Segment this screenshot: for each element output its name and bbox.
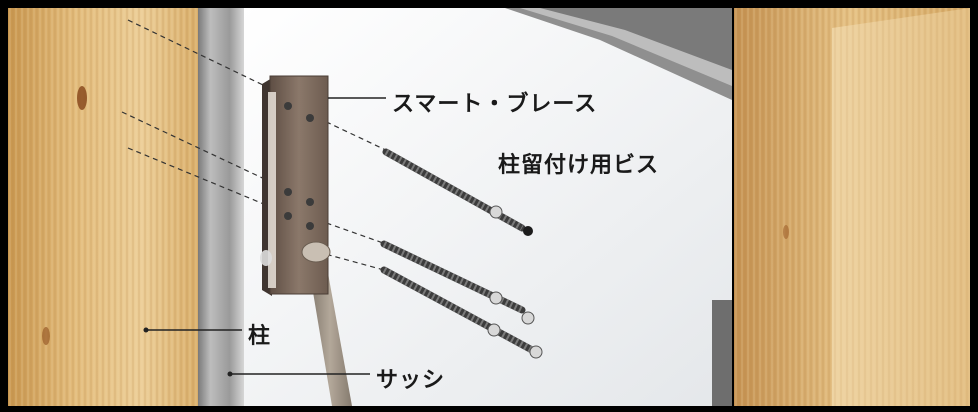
guide-line <box>127 19 291 99</box>
screw-hole <box>306 198 314 206</box>
wood-knot <box>77 86 87 110</box>
screw-hole <box>306 114 314 122</box>
screw-hole <box>284 102 292 110</box>
screw <box>380 266 543 359</box>
screw-hole <box>306 222 314 230</box>
label-pillar: 柱 <box>248 324 272 349</box>
label-smart-brace: スマート・ブレース <box>392 92 598 117</box>
screw-hole <box>284 188 292 196</box>
label-pillar-screw: 柱留付け用ビス <box>498 153 660 178</box>
rod-joint <box>301 241 331 263</box>
label-sash: サッシ <box>376 368 446 393</box>
screw <box>380 240 535 325</box>
guide-line <box>121 111 289 191</box>
screw-hole <box>284 212 292 220</box>
screw <box>382 148 533 236</box>
brace-rod <box>308 262 352 406</box>
lower-sash-corner <box>712 300 732 406</box>
smart-brace-plate <box>260 75 331 296</box>
wood-knot <box>42 327 50 345</box>
guide-line <box>127 147 289 215</box>
sash-frame <box>196 8 244 406</box>
